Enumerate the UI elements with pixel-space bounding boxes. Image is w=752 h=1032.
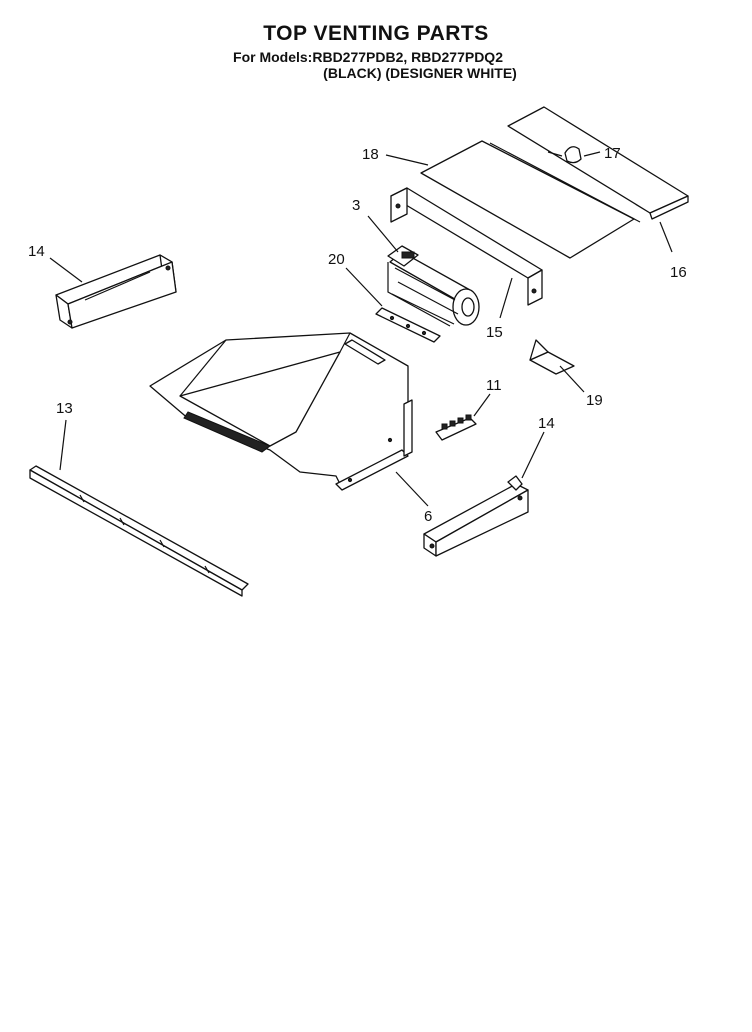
- callout-19: 19: [586, 392, 603, 409]
- leader-14-right: [521, 431, 545, 479]
- leader-lines: [49, 151, 673, 507]
- part-6-vent-duct: [149, 332, 413, 491]
- model-colors: (BLACK) (DESIGNER WHITE): [323, 65, 517, 81]
- leader-19: [559, 365, 585, 393]
- callout-16: 16: [670, 264, 687, 281]
- part-19-small-bracket: [529, 339, 575, 375]
- callout-3: 3: [352, 197, 360, 214]
- part-11-terminal-block: [435, 414, 477, 441]
- callout-15: 15: [486, 324, 503, 341]
- callout-6: 6: [424, 508, 432, 525]
- callout-11: 11: [486, 377, 502, 394]
- callout-14-right: 14: [538, 415, 555, 432]
- callout-labels: 18 17 16 3 14 20 15 19 11 13 14 6: [28, 145, 687, 525]
- leader-17: [583, 151, 601, 157]
- part-18-insulation-panel: [420, 140, 641, 259]
- model-numbers: For Models:RBD277PDB2, RBD277PDQ2: [233, 49, 503, 65]
- part-14-right-bracket: [423, 475, 529, 557]
- callout-13: 13: [56, 400, 73, 417]
- leader-3: [367, 215, 399, 253]
- leader-6: [395, 471, 429, 507]
- leader-13: [59, 419, 67, 471]
- leader-15: [499, 277, 513, 319]
- part-20-strip: [375, 307, 441, 343]
- leader-16: [659, 221, 673, 253]
- part-3-blower-fan: [387, 245, 480, 327]
- part-17-clip: [547, 146, 582, 164]
- callout-18: 18: [362, 146, 379, 163]
- leader-20: [345, 267, 383, 307]
- part-16-cover-plate: [507, 106, 689, 220]
- diagram-title: TOP VENTING PARTS: [263, 22, 489, 45]
- part-13-front-trim: [29, 465, 249, 597]
- callout-14-left: 14: [28, 243, 45, 260]
- part-14-left-bracket: [55, 254, 177, 329]
- leader-18: [385, 154, 429, 166]
- callout-17: 17: [604, 145, 621, 162]
- leader-14-left: [49, 257, 83, 283]
- part-15-mounting-bracket: [390, 187, 543, 306]
- leader-11: [473, 393, 491, 417]
- callout-20: 20: [328, 251, 345, 268]
